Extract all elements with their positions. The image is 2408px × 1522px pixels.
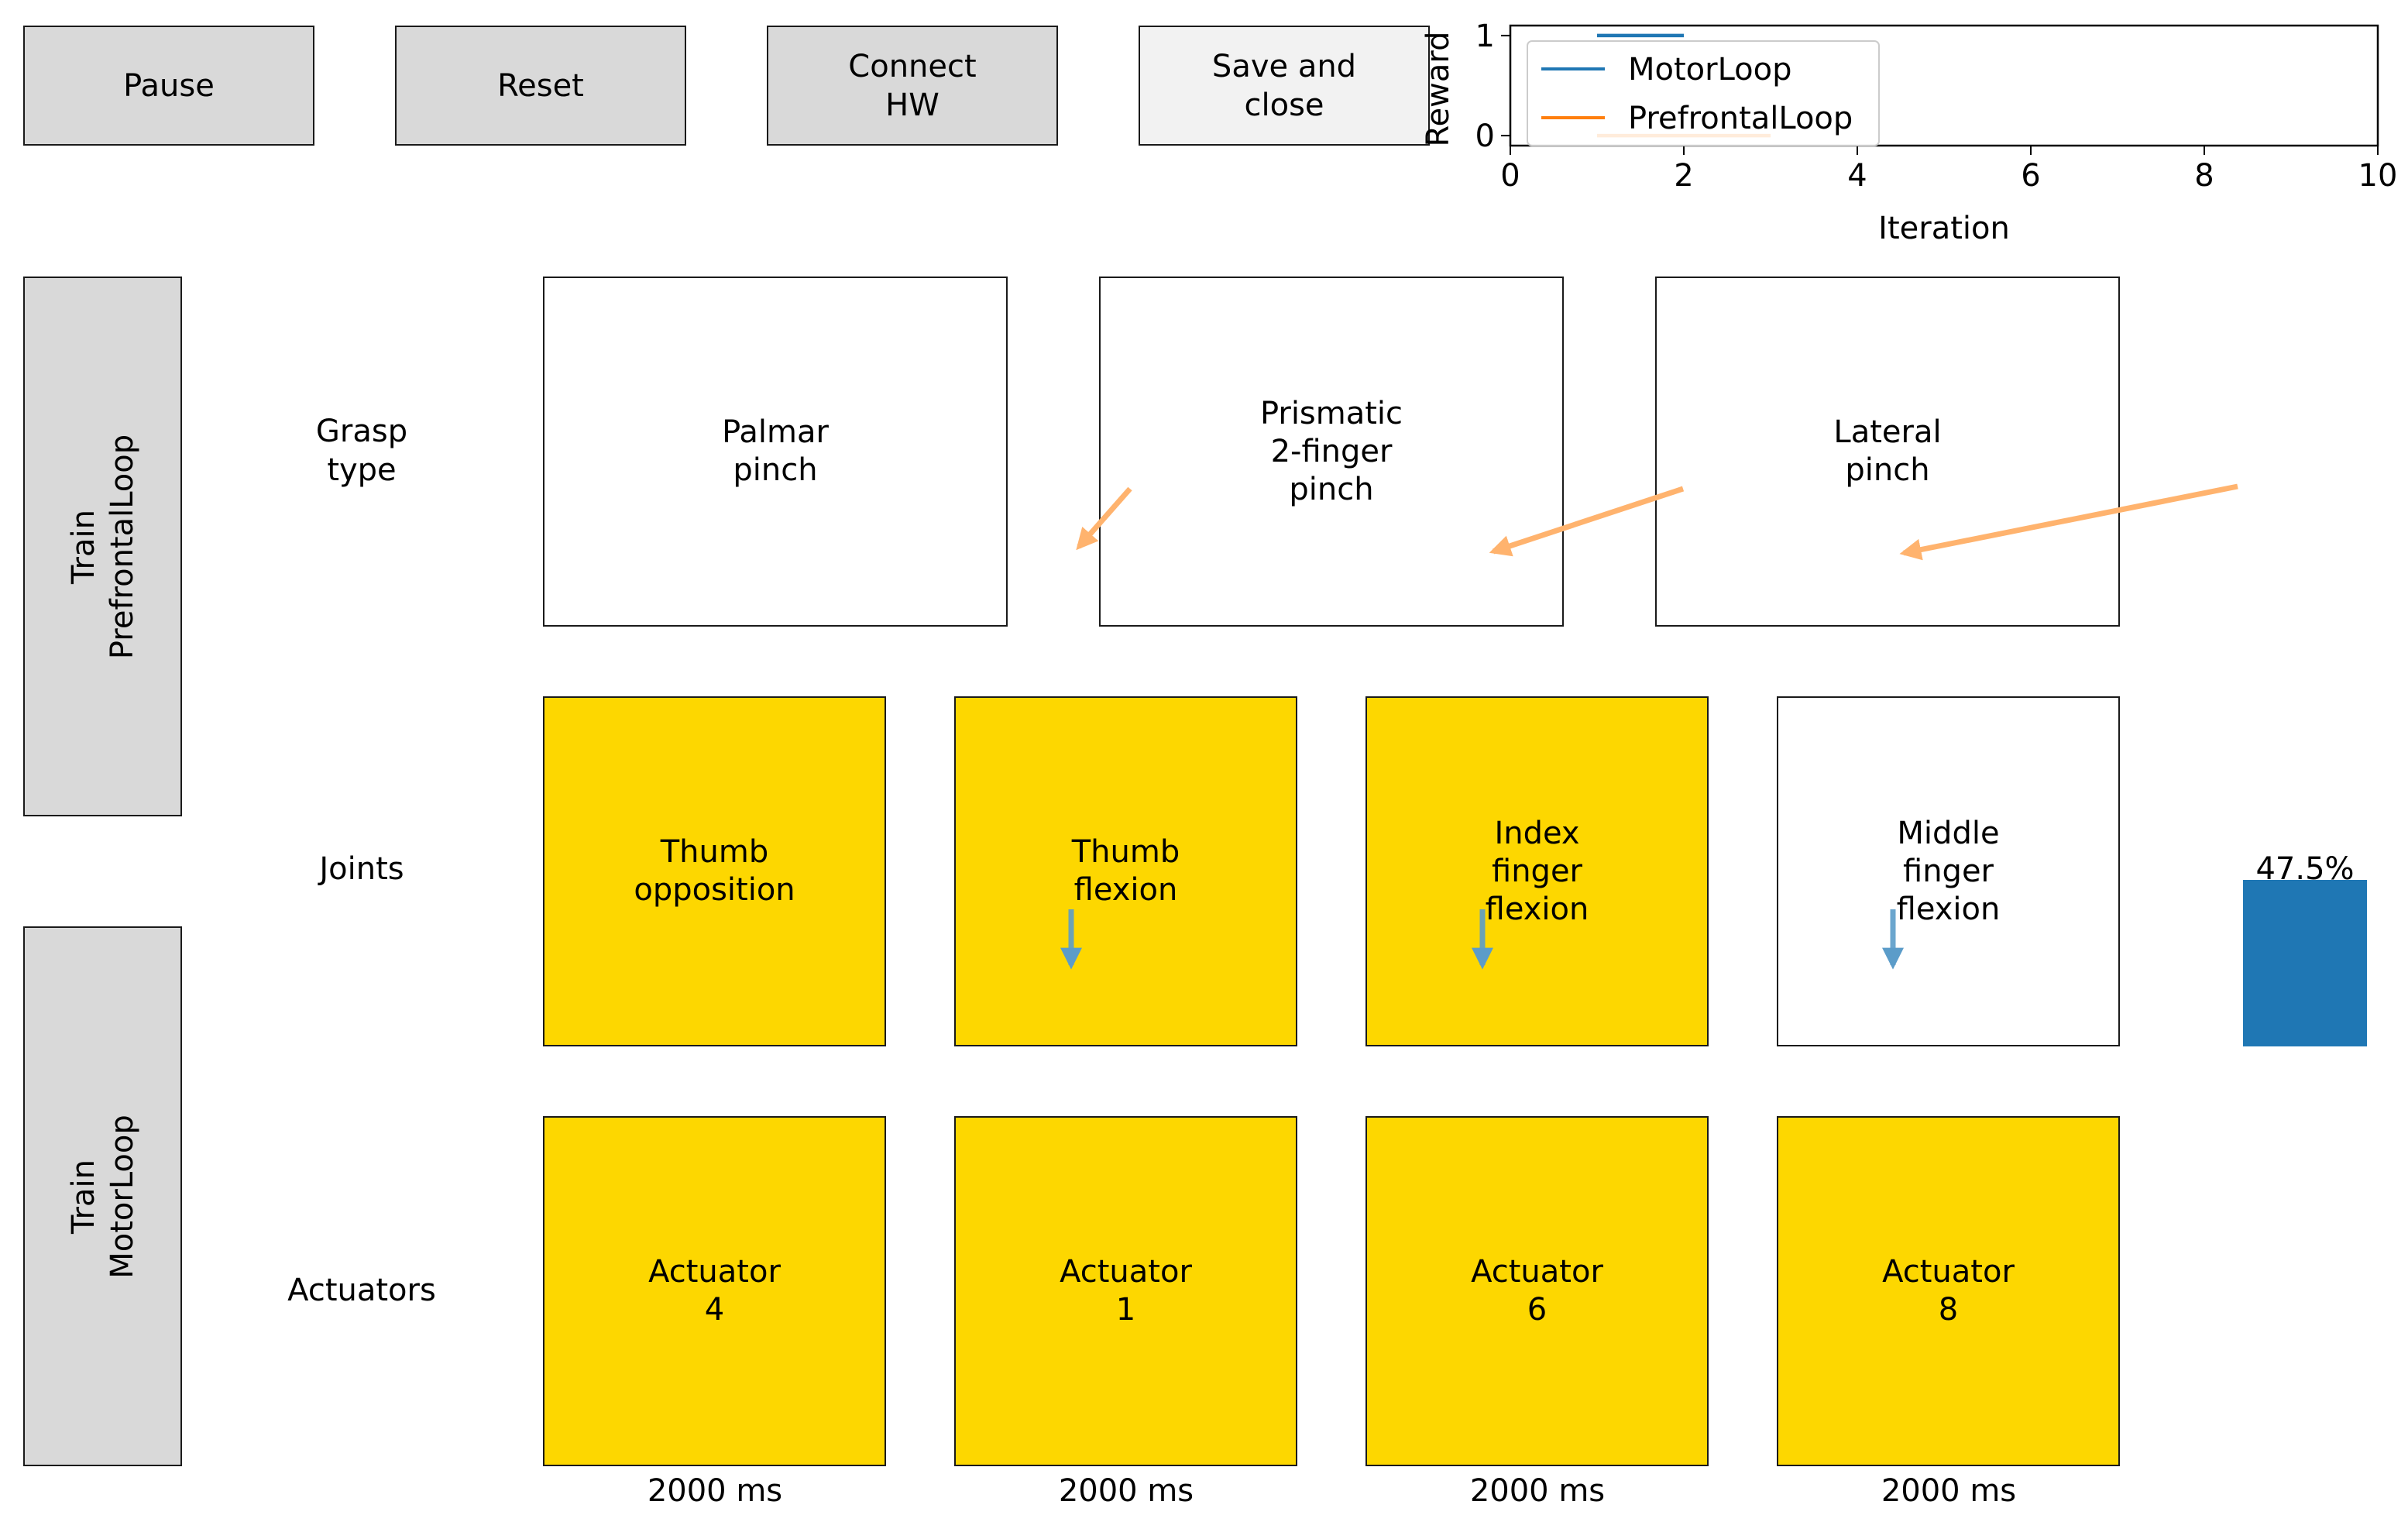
x-tick-label: 0 [1500,158,1520,194]
x-tick-label: 2 [1674,158,1693,194]
chart-legend: MotorLoop PrefrontalLoop [1527,40,1880,146]
joint-middle-finger-flexion[interactable]: Middle finger flexion [1777,696,2120,1046]
x-axis-label: Iteration [1878,211,2010,246]
train-prefrontalloop-button[interactable]: Train PrefrontalLoop [23,277,182,816]
grasp-type-row-label: Grasp type [315,414,408,488]
progress-bar [2243,880,2367,1046]
progress-label: 47.5% [2255,851,2355,888]
x-tick-label: 8 [2194,158,2214,194]
x-tick-label: 10 [2358,158,2398,194]
grasp-lateral-pinch[interactable]: Lateral pinch [1655,277,2120,627]
pause-button[interactable]: Pause [23,26,314,146]
actuator-8[interactable]: Actuator 8 [1777,1116,2120,1466]
y-axis-label: Reward [1420,32,1456,147]
joints-row-label: Joints [319,851,404,887]
joint-index-finger-flexion[interactable]: Index finger flexion [1365,696,1709,1046]
actuator-6-duration: 2000 ms [1469,1473,1606,1509]
actuator-4-duration: 2000 ms [647,1473,783,1509]
joint-thumb-opposition[interactable]: Thumb opposition [543,696,886,1046]
legend-motorloop-label: MotorLoop [1628,52,1792,88]
train-motorloop-label: Train MotorLoop [65,1114,140,1279]
grasp-palmar-pinch[interactable]: Palmar pinch [543,277,1008,627]
legend-prefrontalloop-label: PrefrontalLoop [1628,101,1853,136]
x-tick-label: 6 [2021,158,2040,194]
actuator-8-duration: 2000 ms [1881,1473,2017,1509]
actuator-1[interactable]: Actuator 1 [954,1116,1297,1466]
connect-hw-button[interactable]: Connect HW [767,26,1058,146]
reward-chart: 0 2 4 6 8 10 0 1 Iteration Reward MotorLoop Pre… [1420,19,2398,246]
save-and-close-button[interactable]: Save and close [1139,26,1430,146]
actuator-6[interactable]: Actuator 6 [1365,1116,1709,1466]
train-motorloop-button[interactable]: Train MotorLoop [23,926,182,1466]
actuators-row-label: Actuators [287,1273,436,1308]
y-tick-label: 0 [1475,119,1495,154]
y-tick-label: 1 [1475,19,1495,54]
train-prefrontalloop-label: Train PrefrontalLoop [65,434,140,659]
joint-thumb-flexion[interactable]: Thumb flexion [954,696,1297,1046]
reset-button[interactable]: Reset [395,26,686,146]
chart-frame [1509,24,2379,147]
actuator-1-duration: 2000 ms [1058,1473,1194,1509]
grasp-prismatic-2-finger-pinch[interactable]: Prismatic 2-finger pinch [1099,277,1564,627]
x-tick-label: 4 [1847,158,1867,194]
actuator-4[interactable]: Actuator 4 [543,1116,886,1466]
